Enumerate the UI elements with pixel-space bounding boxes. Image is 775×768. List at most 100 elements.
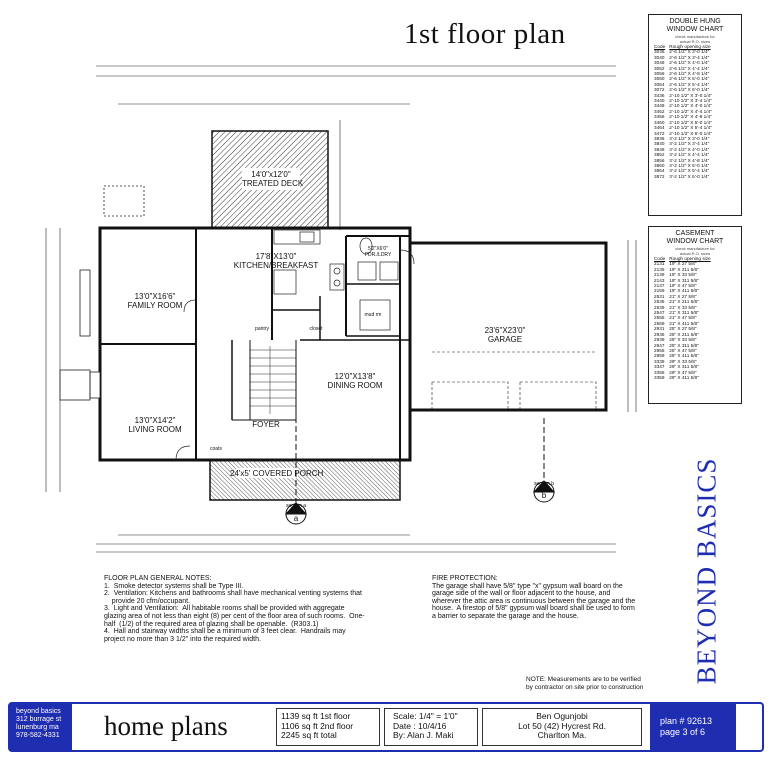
window-row: 3448 2'-10 1/2" X 4'-0 1/4"	[652, 103, 714, 108]
coats-label: coats	[210, 446, 222, 452]
window-size: 19" X 33 5/8"	[669, 272, 697, 278]
window-code: 3036	[654, 49, 665, 55]
window-code: 3060	[654, 76, 665, 82]
window-row: 3436 2'-10 1/2" X 3'-0 1/4"	[652, 93, 714, 98]
section-b-label: section b	[533, 481, 554, 487]
window-code: 3347	[654, 364, 665, 370]
window-code: 2939	[654, 337, 665, 343]
window-code: 2935	[654, 331, 665, 337]
floor-notes-heading: FLOOR PLAN GENERAL NOTES:	[104, 575, 212, 582]
porch-label: 24'x5' COVERED PORCH	[230, 469, 324, 478]
window-code: 2559	[654, 320, 665, 326]
window-code: 2539	[654, 304, 665, 310]
window-size: 25" X 411 5/8"	[669, 353, 699, 359]
window-size: 19" X 47 5/8"	[669, 283, 697, 289]
window-row: 3440 2'-10 1/2" X 3'-4 1/4"	[652, 98, 714, 103]
window-size: 3'-2 1/2" X 4'-0 1/4"	[669, 146, 710, 152]
window-size: 2'-6 1/2" X 5'-0 1/4"	[669, 76, 710, 82]
closet-label: closet	[309, 326, 323, 332]
window-code: 2931	[654, 326, 665, 332]
window-size: 3'-2 1/2" X 3'-0 1/4"	[669, 135, 710, 141]
note-line: glazing area of not less than eight (8) …	[104, 612, 365, 620]
note-line: The garage shall have 5/8" type "x" gyps…	[432, 582, 623, 590]
page-title: 1st floor plan	[404, 18, 566, 50]
window-size: 25" X 211 5/8"	[669, 331, 699, 337]
note-line: 3. Light and Ventilation: All habitable …	[104, 605, 345, 613]
foyer-label: FOYER	[252, 420, 280, 429]
note-line: garage side of the wall or floor adjacen…	[432, 590, 611, 598]
pdr-ldry-label: 5'2"X6'0"PDR./LDRY	[364, 246, 392, 258]
window-size: 3'-2 1/2" X 4'-8 1/4"	[669, 157, 710, 163]
kitchen-label: 17'8"X13'0"KITCHEN/BREAKFAST	[233, 252, 319, 270]
family-room-label: 13'0"X16'6"FAMILY ROOM	[127, 292, 183, 310]
window-code: 3452	[654, 108, 665, 114]
window-code: 2147	[654, 283, 665, 289]
garage-label: 23'6"X23'0"GARAGE	[484, 326, 526, 344]
window-code: 3836	[654, 135, 665, 141]
window-size: 29" X 411 5/8"	[669, 374, 699, 380]
note-line: house. A firestop of 5/8" gypsum wall bo…	[432, 605, 635, 613]
window-size: 2'-6 1/2" X 5'-4 1/4"	[669, 81, 710, 87]
window-size: 21" X 27 5/8"	[669, 293, 697, 299]
window-code: 3456	[654, 114, 665, 120]
window-code: 3359	[654, 374, 665, 380]
window-size: 25" X 311 5/8"	[669, 342, 699, 348]
window-code: 3464	[654, 125, 665, 131]
window-row: 3048 2'-6 1/2" X 4'-0 1/4"	[652, 60, 714, 65]
window-code: 2139	[654, 272, 665, 278]
stair-treads	[250, 346, 296, 414]
deck-label: 14'0"x12'0"TREATED DECK	[242, 170, 304, 188]
window-size: 2'-10 1/2" X 6'-0 1/4"	[669, 130, 712, 136]
window-code: 3840	[654, 141, 665, 147]
window-code: 3440	[654, 98, 665, 104]
note-line: 1. Smoke detector systems shall be Type …	[104, 582, 244, 590]
garage-doors	[431, 351, 597, 411]
window-code: 2555	[654, 315, 665, 321]
note-line: a barrier to separate the garage and the…	[432, 612, 579, 620]
window-code: 2159	[654, 288, 665, 294]
exterior-features	[59, 185, 145, 401]
brand-logo-vertical: BEYOND BASICS	[691, 457, 722, 685]
window-size: 2'-10 1/2" X 3'-0 1/4"	[669, 92, 712, 98]
window-size: 3'-2 1/2" X 5'-0 1/4"	[669, 162, 710, 168]
section-b-mark: b	[541, 491, 547, 500]
window-code: 2955	[654, 347, 665, 353]
window-code: 3048	[654, 60, 665, 66]
window-size: 21" X 311 5/8"	[669, 310, 699, 316]
note-line: 2. Ventilation: Kitchens and bathrooms s…	[104, 590, 362, 598]
window-code: 3056	[654, 71, 665, 77]
window-code: 3052	[654, 65, 665, 71]
window-size: 2'-6 1/2" X 4'-0 1/4"	[669, 60, 710, 66]
window-size: 29" X 47 5/8"	[669, 369, 697, 375]
window-code: 2535	[654, 299, 665, 305]
window-code: 3448	[654, 103, 665, 109]
window-size: 2'-10 1/2" X 3'-4 1/4"	[669, 98, 712, 104]
window-size: 2'-10 1/2" X 4'-0 1/4"	[669, 103, 712, 109]
window-size: 19" X 27 5/8"	[669, 261, 697, 267]
window-code: 3436	[654, 92, 665, 98]
window-row: 2935 25" X 211 5/8"	[652, 332, 713, 337]
